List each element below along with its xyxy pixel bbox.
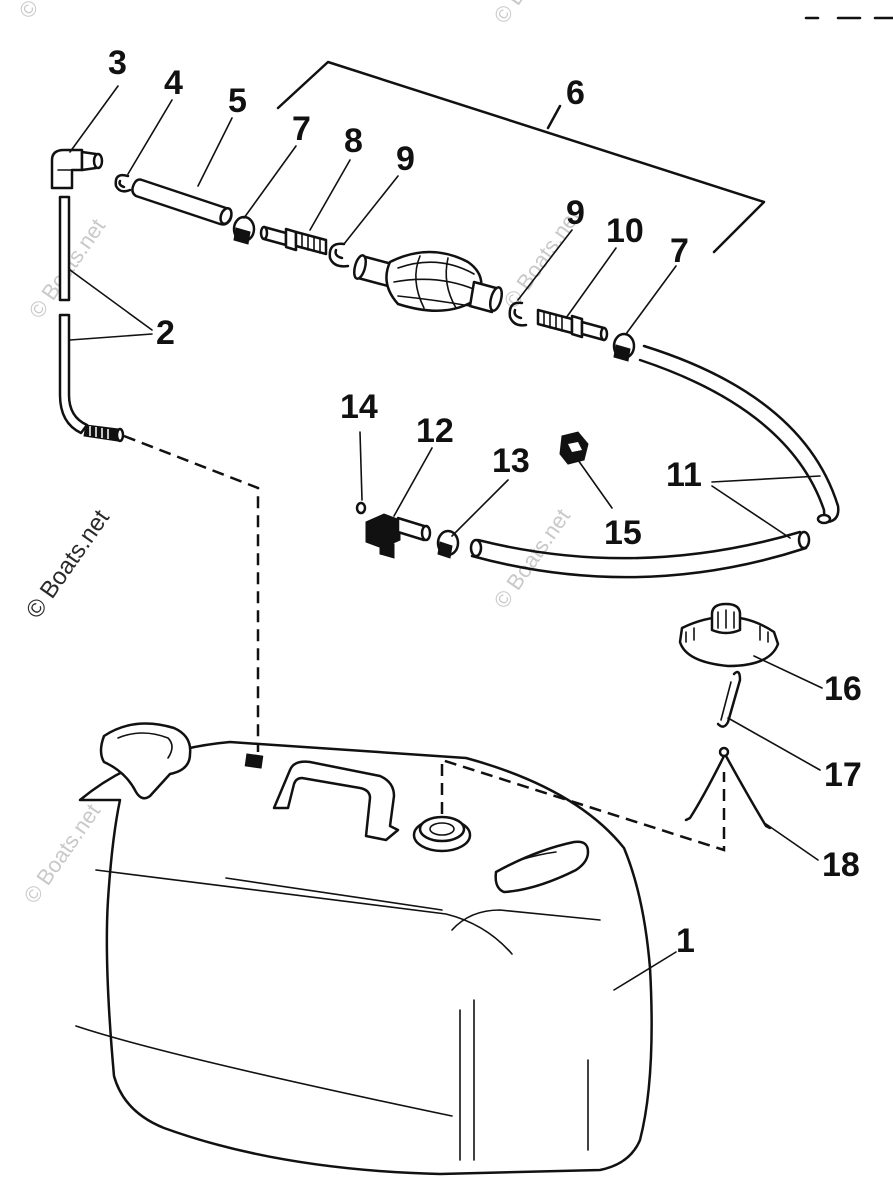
watermark-center-mid: © Boats.net: [489, 504, 576, 613]
leader-lines: [69, 60, 823, 991]
callout-labels: 1 2 3 4 5 6 7 8 9 9 10 7 11 12 13 14 15 …: [108, 44, 862, 960]
callout-3: 3: [108, 44, 127, 82]
clamp-part-7-right: [612, 332, 636, 362]
spring-clip-part-18: [684, 746, 772, 830]
connector-part-10: [536, 308, 609, 342]
callout-5: 5: [228, 82, 247, 120]
hook-part-17: [716, 670, 742, 728]
watermark-left-dark: © Boats.net: [21, 505, 115, 624]
callout-13: 13: [492, 442, 530, 480]
callout-12: 12: [416, 412, 454, 450]
callout-9-right: 9: [566, 194, 585, 232]
clip-part-9-right: [508, 301, 528, 327]
clamp-part-7-left: [232, 215, 256, 245]
tank-right-handle: [494, 840, 590, 894]
callout-18: 18: [822, 846, 860, 884]
callout-9-left: 9: [396, 140, 415, 178]
primer-bulb-part-6: [353, 250, 503, 314]
fuel-hose-part-11: [469, 344, 840, 579]
clip-part-4: [114, 173, 132, 193]
callout-16: 16: [824, 670, 862, 708]
callout-14: 14: [340, 388, 378, 426]
watermark-top-center: © Boats.net: [489, 0, 576, 28]
clip-part-9-left: [328, 242, 350, 268]
filler-cap-part-16: [678, 602, 780, 668]
callout-17: 17: [824, 756, 862, 794]
callout-6: 6: [566, 74, 585, 112]
assembly-dashed-lines: [123, 434, 726, 852]
pickup-tube-part-2: [58, 195, 125, 443]
callout-1: 1: [676, 922, 695, 960]
o-ring-part-14: [355, 501, 367, 515]
tank-connector-part-12: [365, 513, 432, 559]
connector-part-8: [259, 225, 328, 256]
clamp-part-13: [436, 529, 460, 559]
tank-filler-neck: [412, 815, 472, 853]
watermark-left-lower: © Boats.net: [19, 799, 106, 908]
callout-4: 4: [164, 64, 183, 102]
tank-vent-screw: [244, 753, 264, 769]
callout-15: 15: [604, 514, 642, 552]
elbow-fitting-part-3: [50, 148, 104, 190]
callout-11: 11: [666, 456, 702, 494]
callout-7-left: 7: [292, 110, 311, 148]
tank-left-handle: [99, 722, 192, 800]
tank-carry-handle: [272, 760, 400, 842]
callout-7-right: 7: [670, 232, 689, 270]
clamp-part-15: [559, 431, 589, 465]
callout-2: 2: [156, 314, 175, 352]
callout-8: 8: [344, 122, 363, 160]
callout-10: 10: [606, 212, 644, 250]
fuel-tank-part-1: [75, 740, 653, 1176]
watermark-top-left: © Boats.net: [14, 0, 101, 23]
hose-part-5: [131, 178, 233, 226]
